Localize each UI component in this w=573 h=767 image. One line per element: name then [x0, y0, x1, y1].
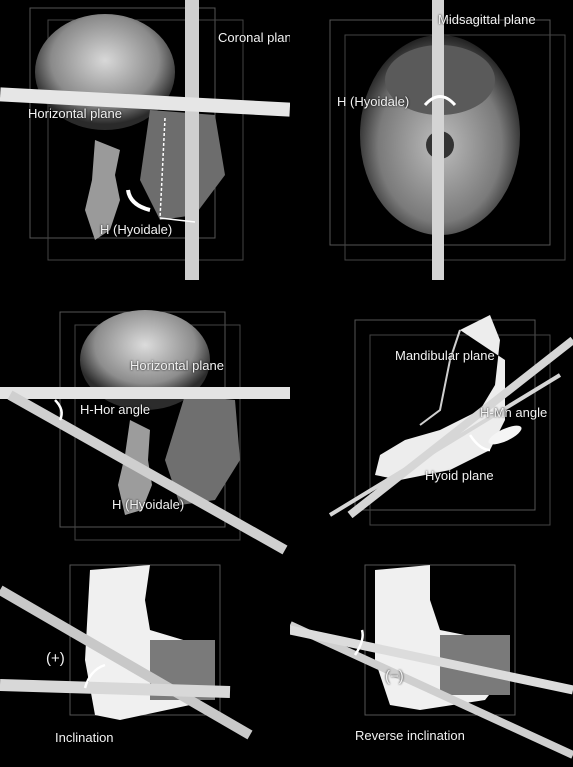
- angle-label: H-Hor angle: [80, 402, 150, 417]
- panel-mid-left-graphic: [0, 300, 290, 555]
- panel-mid-left: Horizontal plane H-Hor angle H (Hyoidale…: [0, 300, 290, 555]
- coronal-plane-label: Coronal plane: [218, 30, 290, 45]
- panel-top-right-graphic: [290, 0, 573, 290]
- midsagittal-plane-label: Midsagittal plane: [438, 12, 536, 27]
- horizontal-plane: [0, 387, 290, 399]
- mandible: [375, 315, 505, 480]
- facial-skeleton: [140, 110, 225, 220]
- mandibular-plane-label: Mandibular plane: [395, 348, 495, 363]
- panel-mid-right-graphic: [290, 300, 573, 555]
- sign-label: (−): [385, 668, 404, 685]
- panel-top-right: Midsagittal plane H (Hyoidale): [290, 0, 573, 290]
- hyoidale-label: H (Hyoidale): [112, 497, 184, 512]
- hyoid-plane-label: Hyoid plane: [425, 468, 494, 483]
- coronal-plane: [185, 0, 199, 280]
- panel-mid-right: Mandibular plane H-Mn angle Hyoid plane: [290, 300, 573, 555]
- panel-bottom-right: (−) Reverse inclination: [290, 560, 573, 767]
- panel-bottom-left: (+) Inclination: [0, 560, 290, 767]
- mandibular-plane: [350, 340, 573, 515]
- horizontal-plane-label: Horizontal plane: [130, 358, 224, 373]
- hyoid-plane: [330, 375, 560, 515]
- hyoidale-label: H (Hyoidale): [100, 222, 172, 237]
- hyoid-plane: [0, 685, 230, 692]
- horizontal-plane-label: Horizontal plane: [28, 106, 122, 121]
- ramus-edge: [420, 330, 460, 425]
- midsagittal-plane: [432, 0, 444, 280]
- caption: Reverse inclination: [355, 728, 465, 743]
- sign-label: (+): [46, 650, 65, 667]
- panel-top-left: Coronal plane Horizontal plane H (Hyoida…: [0, 0, 290, 290]
- hyoidale-label: H (Hyoidale): [337, 94, 409, 109]
- caption: Inclination: [55, 730, 114, 745]
- angle-label: H-Mn angle: [480, 405, 547, 420]
- panel-bottom-left-graphic: [0, 560, 290, 767]
